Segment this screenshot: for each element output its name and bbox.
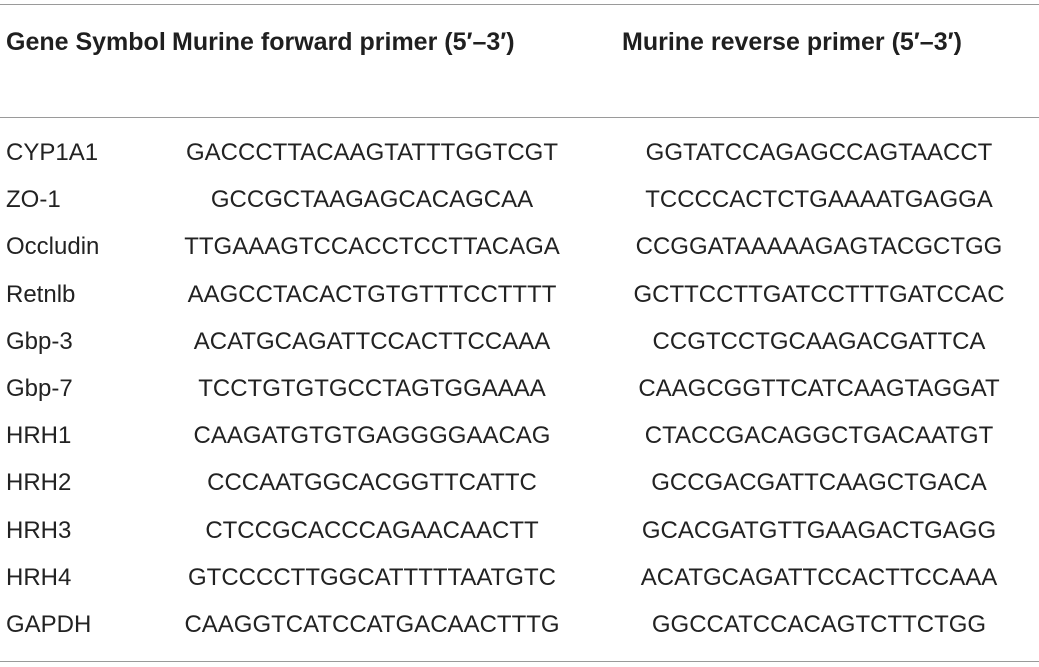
reverse-primer-cell: GGTATCCAGAGCCAGTAACCT bbox=[645, 139, 993, 166]
table-row: GAPDH CAAGGTCATCCATGACAACTTTG GGCCATCCAC… bbox=[0, 605, 1039, 652]
gene-cell: Gbp-7 bbox=[6, 374, 73, 402]
gene-cell: HRH4 bbox=[6, 563, 72, 591]
forward-primer-cell: TCCTGTGTGCCTAGTGGAAAA bbox=[198, 374, 546, 402]
forward-primer-cell: GCCGCTAAGAGCACAGCAA bbox=[210, 186, 534, 214]
reverse-primer-cell: CAAGCGGTTCATCAAGTAGGAT bbox=[638, 374, 1000, 402]
reverse-primer-cell: CCGGATAAAAAGAGTACGCTGG bbox=[635, 233, 1003, 261]
gene-cell: CYP1A1 bbox=[6, 139, 99, 166]
forward-primer-cell: TTGAAAGTCCACCTCCTTACAGA bbox=[184, 233, 560, 261]
reverse-primer-cell: GCCGACGATTCAAGCTGACA bbox=[651, 469, 987, 497]
gene-cell: Occludin bbox=[6, 233, 100, 261]
gene-cell: ZO-1 bbox=[6, 186, 61, 214]
table-row: HRH4 GTCCCCTTGGCATTTTTAATGTC ACATGCAGATT… bbox=[0, 558, 1039, 605]
gene-cell: HRH2 bbox=[6, 469, 72, 497]
reverse-primer-cell: TCCCCACTCTGAAAATGAGGA bbox=[645, 186, 993, 214]
table-row: Retnlb AAGCCTACACTGTGTTTCCTTTT GCTTCCTTG… bbox=[0, 275, 1039, 322]
table-row: HRH3 CTCCGCACCCAGAACAACTT GCACGATGTTGAAG… bbox=[0, 511, 1039, 558]
forward-primer-cell: CAAGGTCATCCATGACAACTTTG bbox=[184, 610, 560, 638]
reverse-primer-cell: GCACGATGTTGAAGACTGAGG bbox=[641, 516, 997, 544]
forward-primer-cell: CTCCGCACCCAGAACAACTT bbox=[205, 516, 539, 544]
header-forward-primer: Murine forward primer (5′–3′) bbox=[172, 28, 515, 56]
forward-primer-cell: CCCAATGGCACGGTTCATTC bbox=[207, 469, 537, 497]
table-row: ZO-1 GCCGCTAAGAGCACAGCAA TCCCCACTCTGAAAA… bbox=[0, 180, 1039, 227]
reverse-primer-cell: CCGTCCTGCAAGACGATTCA bbox=[652, 327, 986, 355]
table-top-rule bbox=[0, 4, 1039, 5]
gene-cell: HRH3 bbox=[6, 516, 72, 544]
table-row: Gbp-3 ACATGCAGATTCCACTTCCAAA CCGTCCTGCAA… bbox=[0, 322, 1039, 369]
reverse-primer-cell: GGCCATCCACAGTCTTCTGG bbox=[651, 610, 987, 638]
header-reverse-primer: Murine reverse primer (5′–3′) bbox=[622, 28, 962, 56]
table-bottom-rule bbox=[0, 661, 1039, 662]
gene-cell: HRH1 bbox=[6, 422, 72, 450]
gene-cell: Gbp-3 bbox=[6, 327, 73, 355]
forward-primer-cell: AAGCCTACACTGTGTTTCCTTTT bbox=[187, 280, 557, 308]
forward-primer-cell: GTCCCCTTGGCATTTTTAATGTC bbox=[188, 563, 556, 591]
table-header-rule bbox=[0, 117, 1039, 118]
reverse-primer-cell: CTACCGACAGGCTGACAATGT bbox=[644, 422, 994, 450]
gene-cell: Retnlb bbox=[6, 280, 76, 308]
table-row: HRH2 CCCAATGGCACGGTTCATTC GCCGACGATTCAAG… bbox=[0, 463, 1039, 510]
reverse-primer-cell: ACATGCAGATTCCACTTCCAAA bbox=[640, 563, 998, 591]
forward-primer-cell: CAAGATGTGTGAGGGGAACAG bbox=[193, 422, 551, 450]
table-row: CYP1A1 GACCCTTACAAGTATTTGGTCGT GGTATCCAG… bbox=[0, 133, 1039, 180]
gene-cell: GAPDH bbox=[6, 610, 92, 638]
forward-primer-cell: ACATGCAGATTCCACTTCCAAA bbox=[193, 327, 551, 355]
table-row: Gbp-7 TCCTGTGTGCCTAGTGGAAAA CAAGCGGTTCAT… bbox=[0, 369, 1039, 416]
table-row: Occludin TTGAAAGTCCACCTCCTTACAGA CCGGATA… bbox=[0, 227, 1039, 274]
header-gene-symbol: Gene Symbol bbox=[6, 28, 166, 56]
table-body: CYP1A1 GACCCTTACAAGTATTTGGTCGT GGTATCCAG… bbox=[0, 133, 1039, 652]
reverse-primer-cell: GCTTCCTTGATCCTTTGATCCAC bbox=[633, 280, 1005, 308]
forward-primer-cell: GACCCTTACAAGTATTTGGTCGT bbox=[186, 139, 558, 166]
table-row: HRH1 CAAGATGTGTGAGGGGAACAG CTACCGACAGGCT… bbox=[0, 416, 1039, 463]
